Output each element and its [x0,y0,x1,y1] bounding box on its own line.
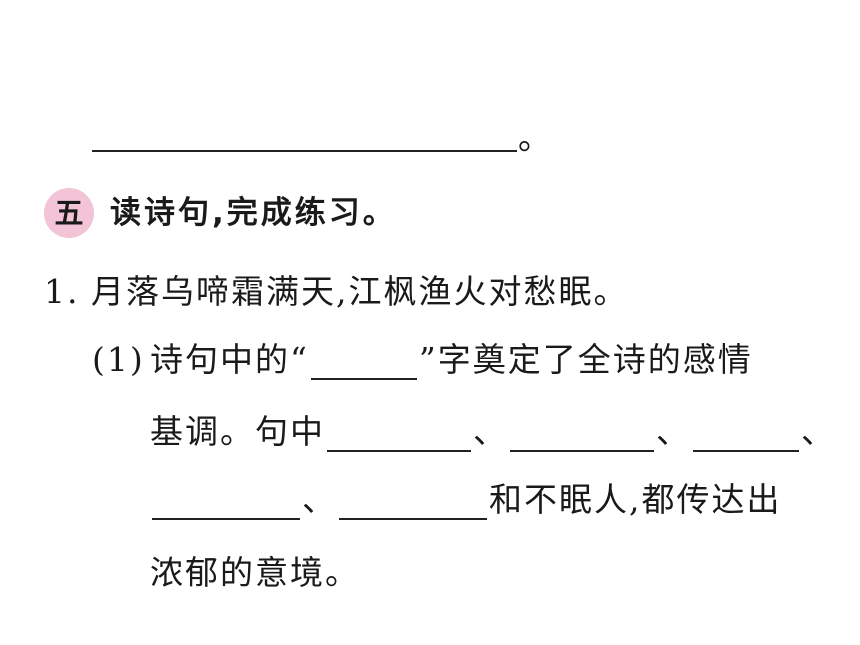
separator-1: 、 [473,412,508,451]
subquestion-line-4: 浓郁的意境。 [150,553,360,592]
section-number-badge: 五 [44,188,94,238]
subquestion-line-3: 、 和不眠人,都传达出 [150,480,782,520]
subquestion-line-1: 诗句中的“ ”字奠定了全诗的感情 [150,340,753,380]
line1-text-a: 诗句中的“ [150,340,309,379]
line3-text-b: 和不眠人,都传达出 [489,480,782,519]
answer-blank-image-4[interactable] [152,488,300,520]
top-line-end-mark: 。 [518,118,553,157]
answer-blank-keyword[interactable] [310,348,417,380]
separator-4: 、 [302,480,337,519]
question-number: 1. [44,272,80,311]
section-title: 读诗句,完成练习。 [110,195,397,231]
subquestion-line-2: 基调。句中 、 、 、 [150,412,836,452]
line1-text-b: ”字奠定了全诗的感情 [418,340,753,379]
separator-3: 、 [801,412,836,451]
separator-2: 、 [656,412,691,451]
question-verse: 月落乌啼霜满天,江枫渔火对愁眠。 [91,272,629,311]
answer-blank-image-1[interactable] [327,420,471,452]
subquestion-label: (1) [92,340,145,379]
answer-blank-image-3[interactable] [693,420,799,452]
answer-blank-image-2[interactable] [510,420,654,452]
line2-text-a: 基调。句中 [150,412,325,451]
answer-blank-image-5[interactable] [339,488,487,520]
answer-blank-top[interactable] [92,150,517,152]
